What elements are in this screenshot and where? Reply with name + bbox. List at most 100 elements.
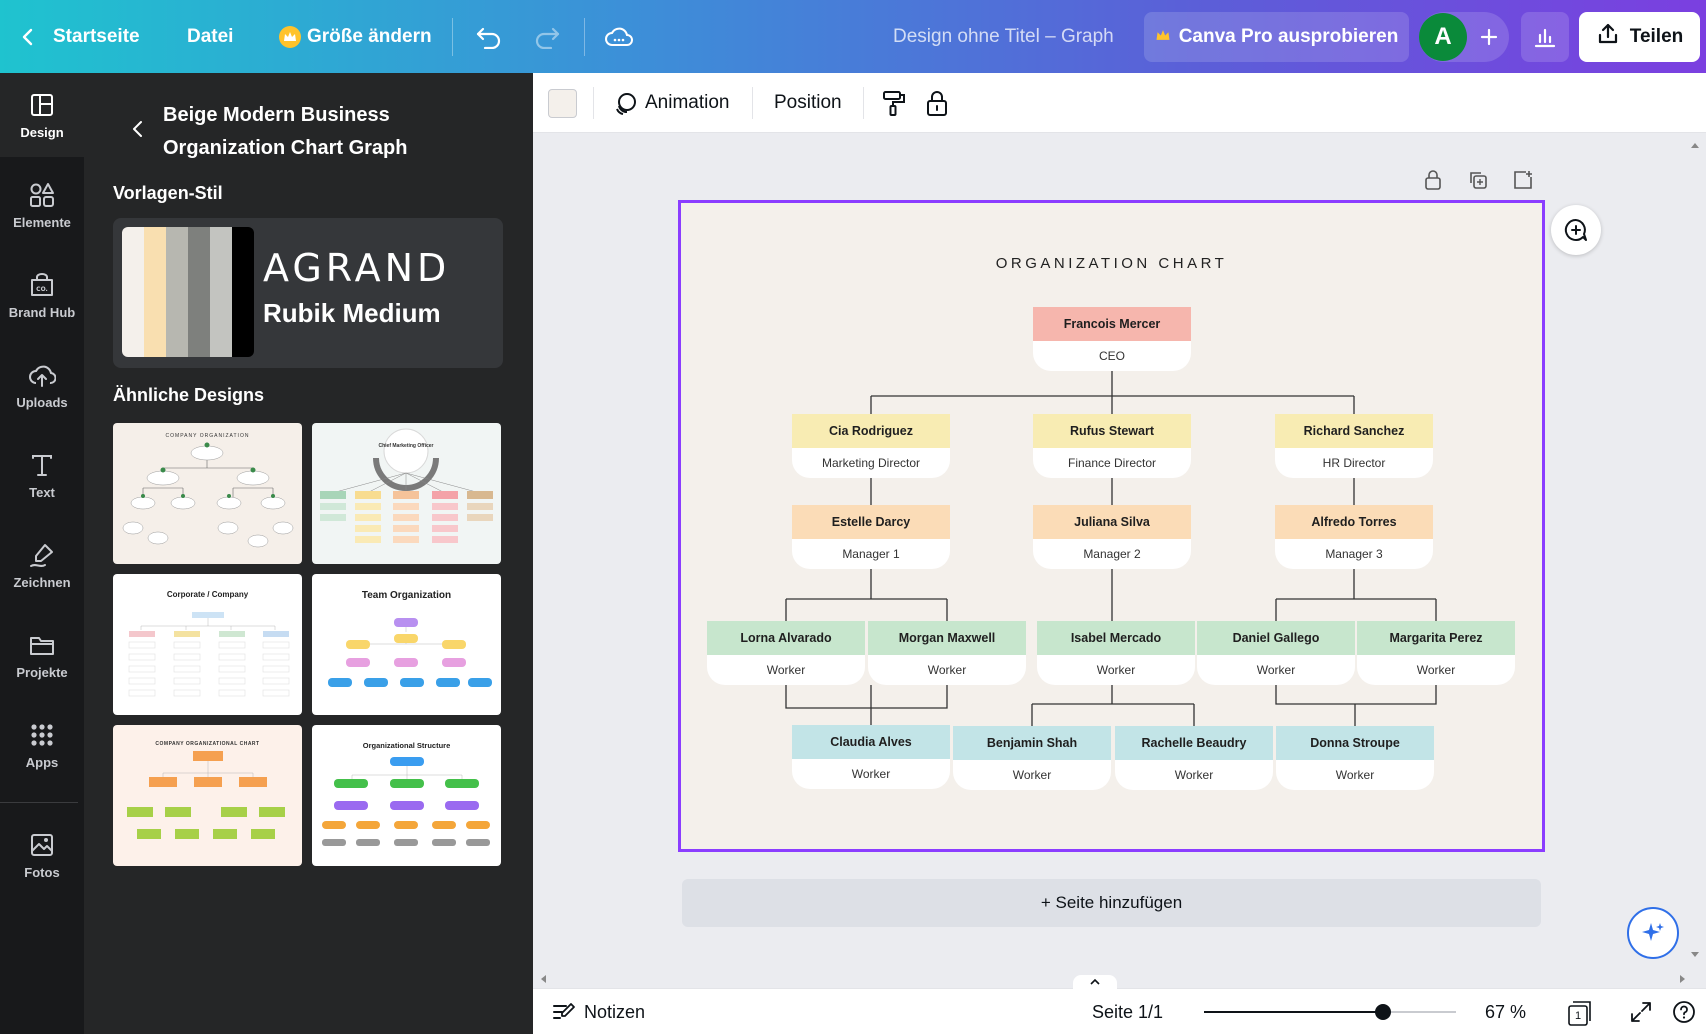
top-bar: Startseite Datei Größe ändern Design ohn… <box>0 0 1706 73</box>
rail-label: Apps <box>25 754 59 770</box>
lock-icon[interactable] <box>922 88 952 118</box>
canva-pro-button[interactable]: Canva Pro ausprobieren <box>1144 12 1409 62</box>
notes-label: Notizen <box>584 1001 646 1022</box>
document-title[interactable]: Design ohne Titel – Graph <box>893 25 1114 47</box>
text-icon <box>32 454 52 476</box>
rail-item-brand-hub[interactable]: CO. Brand Hub <box>0 253 84 337</box>
person-name: Lorna Alvarado <box>707 621 865 655</box>
connector-line <box>785 685 948 725</box>
template-title: Beige Modern Business Organization Chart… <box>163 104 408 159</box>
person-role: Manager 2 <box>1033 539 1191 569</box>
rail-item-apps[interactable]: Apps <box>0 703 84 787</box>
similar-design-thumbnail[interactable]: COMPANY ORGANIZATION <box>113 423 302 564</box>
thumbnail-preview <box>320 428 493 543</box>
thumbnail-title: Team Organization <box>361 590 452 601</box>
horizontal-scrollbar[interactable] <box>538 972 1688 984</box>
resize-button[interactable]: Größe ändern <box>279 0 432 73</box>
rail-item-photos[interactable]: Fotos <box>0 813 84 897</box>
share-button[interactable]: Teilen <box>1579 12 1700 62</box>
canva-pro-label: Canva Pro ausprobieren <box>1178 26 1399 47</box>
photo-icon <box>31 833 53 856</box>
duplicate-page-icon[interactable] <box>1465 167 1491 193</box>
magic-sparkle-icon[interactable] <box>1627 907 1679 959</box>
page-count: 1 <box>1574 1010 1582 1022</box>
similar-design-thumbnail[interactable]: Organizational Structure <box>312 725 501 866</box>
rail-label: Uploads <box>16 394 68 410</box>
palette-swatch <box>210 227 232 357</box>
home-link[interactable]: Startseite <box>53 25 140 47</box>
zoom-slider-thumb[interactable] <box>1375 1004 1391 1020</box>
similar-design-thumbnail[interactable]: Chief Marketing Officer <box>312 423 501 564</box>
plus-icon[interactable] <box>1477 25 1501 49</box>
person-role: Worker <box>868 655 1026 685</box>
person-role: Worker <box>792 759 950 789</box>
position-button[interactable]: Position <box>774 92 842 113</box>
person-role: HR Director <box>1275 448 1433 478</box>
fullscreen-icon[interactable] <box>1628 999 1654 1025</box>
divider <box>593 87 594 119</box>
brand-icon: CO. <box>31 272 53 296</box>
page-indicator[interactable]: Seite 1/1 <box>1092 1001 1164 1022</box>
divider <box>584 18 585 56</box>
cloud-save-icon[interactable] <box>604 0 634 73</box>
person-name: Isabel Mercado <box>1037 621 1195 655</box>
rail-label: Fotos <box>24 864 60 880</box>
add-page-button[interactable]: + Seite hinzufügen <box>682 879 1541 927</box>
template-style-card[interactable]: AGRAND Rubik Medium <box>113 218 503 368</box>
file-menu[interactable]: Datei <box>187 25 234 47</box>
pages-icon <box>1568 1001 1591 1026</box>
redo-icon[interactable] <box>533 0 561 73</box>
undo-icon[interactable] <box>475 0 503 73</box>
add-comment-icon[interactable] <box>1551 205 1601 255</box>
org-chart-connectors <box>785 371 1437 726</box>
analytics-icon[interactable] <box>1521 12 1569 62</box>
panel-back-chevron-icon[interactable] <box>126 117 150 141</box>
page-grid-button[interactable]: 1 <box>1567 999 1593 1027</box>
rail-item-elements[interactable]: Elemente <box>0 163 84 247</box>
paint-roller-icon[interactable] <box>879 88 909 118</box>
rail-item-uploads[interactable]: Uploads <box>0 343 84 427</box>
rail-item-projects[interactable]: Projekte <box>0 613 84 697</box>
thumbnail-preview <box>328 618 492 687</box>
expand-pages-chevron-icon[interactable] <box>1073 975 1117 989</box>
back-chevron-icon[interactable] <box>18 0 38 73</box>
person-role: Worker <box>707 655 865 685</box>
similar-design-thumbnail[interactable]: Team Organization <box>312 574 501 715</box>
rail-item-design[interactable]: Design <box>0 73 84 157</box>
notes-button[interactable]: Notizen <box>552 989 645 1034</box>
thumbnail-preview <box>128 612 290 697</box>
rail-item-draw[interactable]: Zeichnen <box>0 523 84 607</box>
zoom-slider[interactable] <box>1204 1004 1456 1020</box>
similar-design-thumbnail[interactable]: Corporate / Company <box>113 574 302 715</box>
rail-divider <box>0 802 78 803</box>
help-icon[interactable] <box>1671 999 1697 1025</box>
zoom-level[interactable]: 67 % <box>1485 1001 1527 1022</box>
crown-icon <box>279 25 301 48</box>
similar-design-thumbnail[interactable]: COMPANY ORGANIZATIONAL CHART <box>113 725 302 866</box>
background-color-swatch[interactable] <box>548 89 577 118</box>
rail-item-text[interactable]: Text <box>0 433 84 517</box>
avatar[interactable]: A <box>1419 13 1467 61</box>
animation-button[interactable]: Animation <box>613 73 730 133</box>
add-page-icon[interactable] <box>1510 167 1536 193</box>
divider <box>752 87 753 119</box>
page-lock-icon[interactable] <box>1420 167 1446 193</box>
vertical-scrollbar[interactable] <box>1689 140 1701 960</box>
